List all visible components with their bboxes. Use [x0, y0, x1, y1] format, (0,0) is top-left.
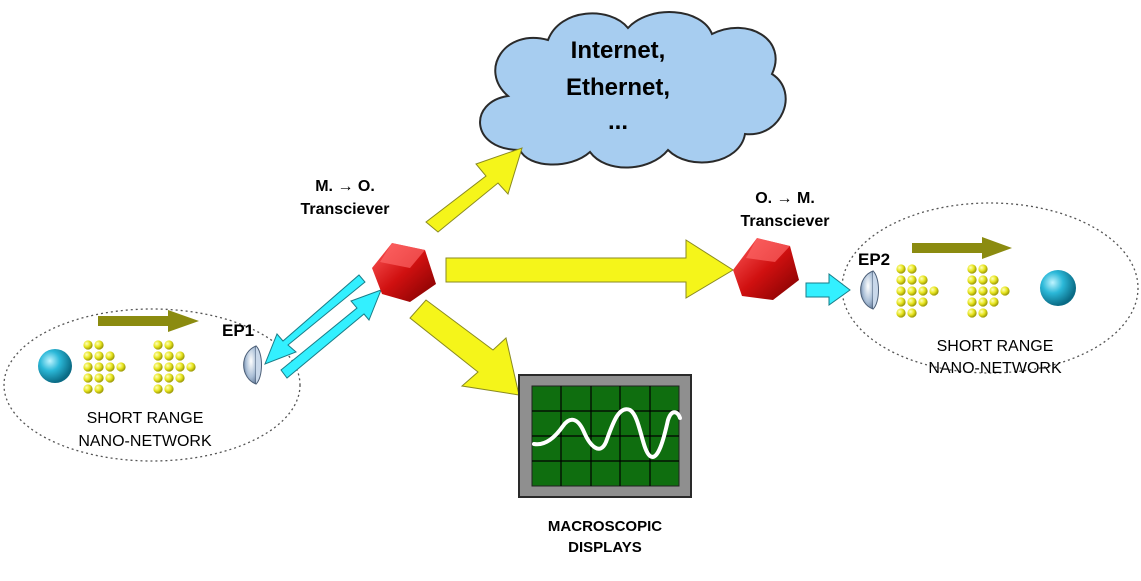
short-range-nanonetwork-right — [841, 202, 1139, 374]
endpoint-label-ep1: EP1 — [222, 321, 255, 340]
molecule-dot — [978, 275, 988, 285]
molecule-dot — [175, 362, 185, 372]
molecule-dot — [967, 297, 977, 307]
cyan-arrow-to-transceiver — [280, 289, 382, 379]
molecule-dot — [1000, 286, 1010, 296]
molecule-dot — [164, 362, 174, 372]
molecule-dot — [967, 286, 977, 296]
cloud-label-line1: Internet, — [570, 37, 666, 64]
molecule-dot — [83, 373, 93, 383]
molecule-dot — [907, 275, 917, 285]
display-label-line1: MACROSCOPIC — [547, 518, 663, 535]
molecule-dot — [164, 340, 174, 350]
short-range-nanonetwork-left — [3, 308, 301, 462]
molecule-dot — [83, 362, 93, 372]
molecule-dot — [967, 275, 977, 285]
network-left-label-line1: SHORT RANGE — [86, 410, 204, 427]
transceiver-left — [372, 243, 436, 302]
endpoint-label-ep2: EP2 — [858, 250, 891, 269]
propagation-arrow-right — [912, 237, 1012, 259]
transceiver-left-label-line2: Transciever — [300, 201, 390, 218]
molecule-dot — [907, 308, 917, 318]
transceiver-right-label-line2: Transciever — [740, 213, 830, 230]
macroscopic-display-monitor — [518, 374, 692, 498]
emitter-sphere-left — [38, 349, 72, 383]
molecule-dot — [186, 362, 196, 372]
molecule-dot — [94, 384, 104, 394]
molecule-dot — [175, 351, 185, 361]
cyan-arrow-to-ep1 — [264, 274, 366, 365]
molecule-dot — [94, 373, 104, 383]
molecule-dot — [896, 275, 906, 285]
arrow-to-internet — [425, 147, 523, 233]
molecule-dot — [83, 384, 93, 394]
molecule-dot — [989, 286, 999, 296]
molecule-dot — [907, 297, 917, 307]
molecule-dot — [918, 286, 928, 296]
emitter-sphere-right — [1040, 270, 1076, 306]
molecule-dot — [153, 351, 163, 361]
molecule-dot — [153, 373, 163, 383]
molecule-dot — [918, 275, 928, 285]
molecule-dot — [83, 351, 93, 361]
internet-cloud — [479, 11, 787, 169]
molecule-dot — [989, 297, 999, 307]
molecule-dot — [896, 286, 906, 296]
cloud-label-line2: Ethernet, — [565, 74, 670, 101]
molecule-dot — [153, 340, 163, 350]
molecule-dot — [105, 351, 115, 361]
molecule-dot — [978, 286, 988, 296]
signal-waveform — [532, 407, 682, 459]
cloud-label-line3: ... — [607, 108, 628, 135]
arrow-to-display — [409, 299, 520, 396]
molecule-dot — [164, 351, 174, 361]
molecule-dot — [978, 264, 988, 274]
molecule-dot — [896, 308, 906, 318]
arrow-to-right-transceiver — [445, 239, 734, 299]
network-left-label-line2: NANO-NETWORK — [78, 433, 212, 450]
propagation-arrow-left — [98, 310, 199, 332]
molecule-cluster-right — [896, 264, 1010, 318]
cyan-arrow-to-ep2 — [805, 272, 851, 306]
molecule-dot — [153, 362, 163, 372]
molecule-dot — [164, 384, 174, 394]
network-right-label-line1: SHORT RANGE — [936, 338, 1054, 355]
molecule-dot — [907, 286, 917, 296]
endpoint-hemisphere-left — [243, 345, 257, 385]
display-label-line2: DISPLAYS — [568, 539, 642, 556]
molecule-dot — [164, 373, 174, 383]
molecule-dot — [94, 351, 104, 361]
molecule-cluster-left — [83, 340, 196, 394]
molecule-dot — [989, 275, 999, 285]
molecule-dot — [94, 362, 104, 372]
molecule-dot — [896, 297, 906, 307]
molecule-dot — [105, 373, 115, 383]
molecule-dot — [175, 373, 185, 383]
molecule-dot — [907, 264, 917, 274]
transceiver-left-label-line1: M. → O. — [315, 178, 375, 195]
molecule-dot — [94, 340, 104, 350]
molecule-dot — [978, 308, 988, 318]
molecule-dot — [116, 362, 126, 372]
molecule-dot — [896, 264, 906, 274]
network-right-label-line2: NANO-NETWORK — [928, 360, 1062, 377]
molecule-dot — [918, 297, 928, 307]
transceiver-right — [733, 238, 799, 300]
molecule-dot — [105, 362, 115, 372]
molecule-dot — [967, 308, 977, 318]
transceiver-right-label-line1: O. → M. — [755, 190, 815, 207]
endpoint-hemisphere-right — [860, 270, 874, 310]
molecule-dot — [83, 340, 93, 350]
molecule-dot — [967, 264, 977, 274]
molecule-dot — [153, 384, 163, 394]
molecule-dot — [978, 297, 988, 307]
molecule-dot — [929, 286, 939, 296]
